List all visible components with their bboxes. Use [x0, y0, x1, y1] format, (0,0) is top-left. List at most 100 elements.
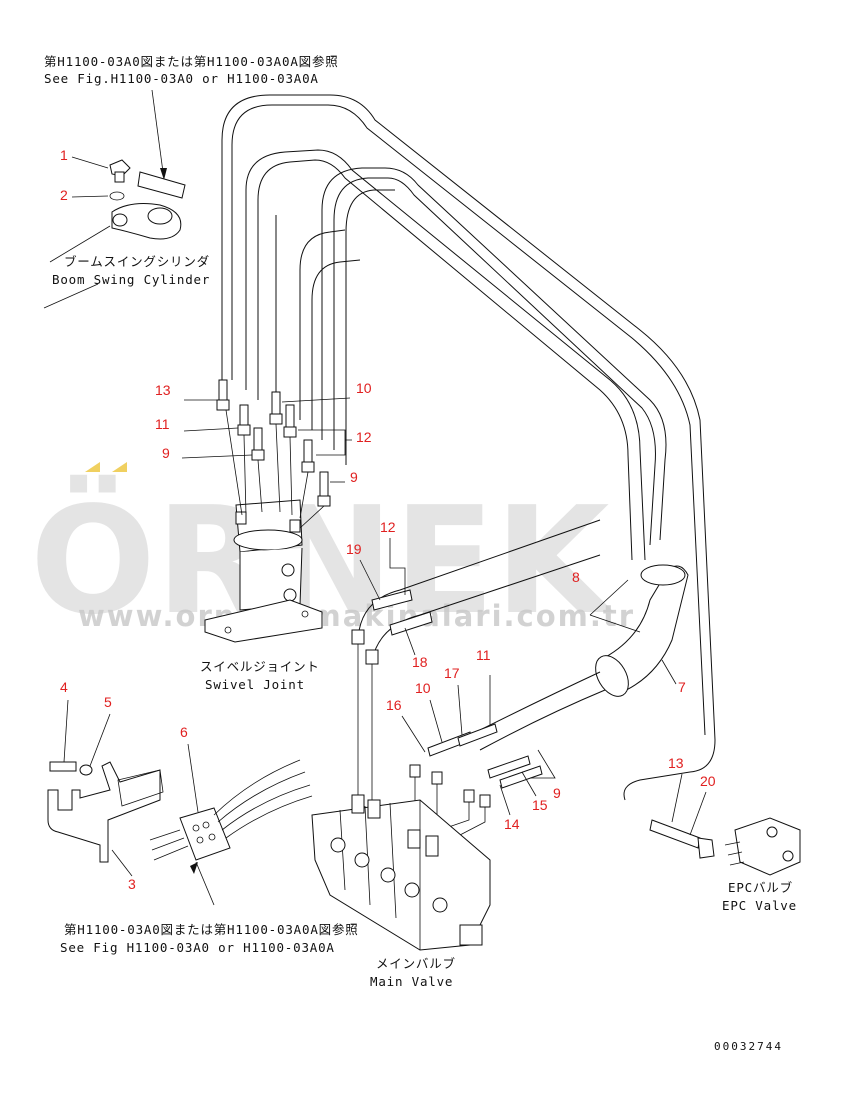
- boom-swing-label-en: Boom Swing Cylinder: [52, 272, 210, 287]
- main-valve-label-jp: メインバルブ: [376, 956, 456, 971]
- sleeve-ring-top: [640, 564, 686, 586]
- fitting-13: [218, 379, 228, 401]
- callout-10b: 10: [415, 680, 431, 696]
- leader-7: [661, 659, 677, 685]
- connector-pin-1: [192, 824, 200, 832]
- hose-20-sleeve: [649, 819, 701, 849]
- sleeve-group: [469, 564, 689, 751]
- swivel-collar: [233, 529, 303, 551]
- main-valve-label-en: Main Valve: [370, 974, 453, 989]
- epc-label-en: EPC Valve: [722, 898, 797, 913]
- connector-pin-4: [208, 833, 216, 841]
- hose-sleeve-15: [499, 765, 543, 789]
- leader-8: [589, 579, 641, 633]
- callout-13a: 13: [155, 382, 171, 398]
- fitting-9a: [253, 427, 263, 451]
- leader-6: [187, 743, 199, 813]
- bracket-tab: [117, 769, 164, 807]
- leader-16: [401, 715, 426, 753]
- leader-12b: [389, 538, 406, 595]
- swivel-base-plate: [204, 599, 323, 643]
- leader-14: [499, 784, 511, 816]
- fitting-9b-nut: [317, 495, 331, 507]
- callout-20: 20: [700, 773, 716, 789]
- callout-4: 4: [60, 679, 68, 695]
- bracket-3: [47, 761, 161, 863]
- hose-loop-5: [299, 229, 346, 420]
- swivel-label-jp: スイベルジョイント: [200, 659, 320, 674]
- connector-pin-2: [202, 821, 210, 829]
- fitting-15: [479, 794, 491, 808]
- fitting-9a-nut: [251, 449, 265, 461]
- hose-loop-2: [231, 104, 706, 736]
- bolt-4: [49, 761, 77, 772]
- fitting-11a-nut: [237, 424, 251, 436]
- epc-label-jp: EPCバルブ: [728, 880, 793, 895]
- fitting-17: [431, 771, 443, 785]
- callout-5: 5: [104, 694, 112, 710]
- sleeve-ring-bottom: [595, 655, 629, 697]
- mv-spool-5: [432, 897, 448, 913]
- watermark-accent: [85, 462, 127, 472]
- hose-19-sleeve: [371, 589, 413, 611]
- leader-10a: [281, 397, 351, 403]
- connector-wires-out: [213, 759, 313, 839]
- callout-7: 7: [678, 679, 686, 695]
- hose-loop-8: [333, 177, 656, 546]
- callout-6: 6: [180, 724, 188, 740]
- mv-port-2: [367, 799, 381, 819]
- callout-13b: 13: [668, 755, 684, 771]
- swivel-joint: [204, 409, 325, 643]
- watermark-site: www.ornekismakinalari.com.tr: [78, 599, 635, 633]
- drawing-number: 00032744: [714, 1040, 783, 1053]
- swivel-hose-drops: [225, 409, 325, 529]
- callout-9a: 9: [162, 445, 170, 461]
- leader-12a: [298, 429, 352, 456]
- fitting-11a: [239, 404, 249, 426]
- callout-10a: 10: [356, 380, 372, 396]
- epc-valve-group: [649, 817, 801, 876]
- top-ref-en: See Fig.H1100-03A0 or H1100-03A0A: [44, 71, 319, 86]
- callout-11b: 11: [476, 647, 491, 663]
- mv-spool-2: [354, 852, 370, 868]
- mv-spool-4: [404, 882, 420, 898]
- callout-15: 15: [532, 797, 548, 813]
- fitting-10a: [271, 391, 281, 415]
- boom-leader-2: [43, 283, 99, 309]
- bottom-ref-arrowhead: [190, 862, 198, 874]
- hose-loop-7: [321, 167, 667, 541]
- washer-5: [79, 764, 93, 776]
- mv-port-3: [407, 829, 421, 849]
- callout-3: 3: [128, 876, 136, 892]
- callout-1: 1: [60, 147, 68, 163]
- hose-bundle-loops: [221, 94, 716, 801]
- callout-12a: 12: [356, 429, 372, 445]
- callout-9b: 9: [350, 469, 358, 485]
- fitting-16: [409, 764, 421, 778]
- fitting-12a: [285, 404, 295, 428]
- leader-15: [521, 771, 537, 797]
- boom-swing-label-jp: ブームスイングシリンダ: [64, 254, 210, 269]
- epc-port-1: [766, 826, 778, 838]
- leader-19: [359, 559, 381, 601]
- fitting-12a-nut: [283, 426, 297, 438]
- leader-11a: [183, 427, 239, 432]
- boom-leader-1: [49, 225, 111, 263]
- swivel-port-2: [283, 588, 297, 602]
- fitting-12b-nut: [301, 461, 315, 473]
- bottom-ref-leader: [195, 861, 215, 906]
- boom-swing-group: [43, 159, 186, 309]
- mv-end-cap: [459, 924, 483, 946]
- hose-loop-9: [345, 189, 395, 465]
- hoses-18-19: [351, 519, 601, 808]
- watermark: ÖRNEK www.ornekismakinalari.com.tr: [30, 462, 635, 647]
- leader-20: [689, 791, 707, 836]
- mv-spool-1: [330, 837, 346, 853]
- fitting-12b: [303, 439, 313, 463]
- sleeve-body: [599, 565, 689, 696]
- callout-17: 17: [444, 665, 460, 681]
- swivel-fitting-a: [235, 511, 247, 525]
- swivel-fitting-b: [289, 519, 301, 533]
- callout-18: 18: [412, 654, 428, 670]
